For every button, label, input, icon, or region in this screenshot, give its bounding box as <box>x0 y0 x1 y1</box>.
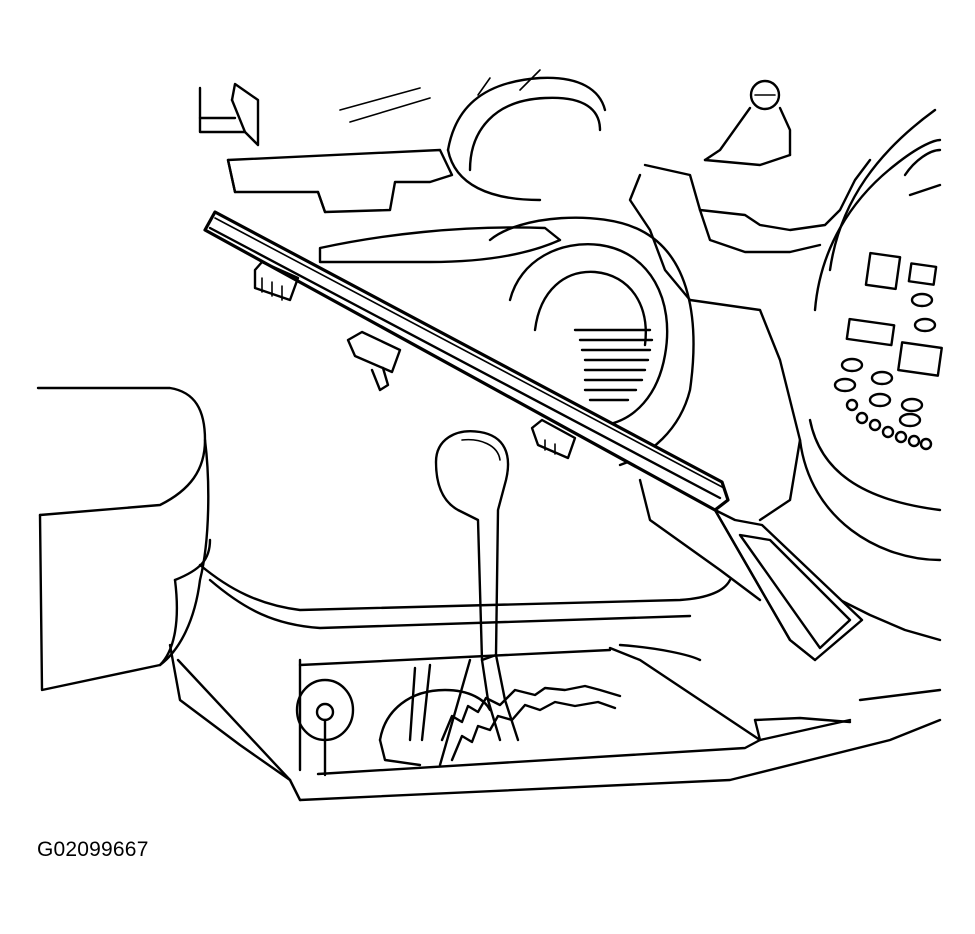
radio-button <box>900 397 924 413</box>
retainer-clip <box>253 260 300 302</box>
figure-id-label: G02099667 <box>37 838 149 861</box>
radio-button <box>868 392 892 408</box>
center-console <box>168 563 942 802</box>
shift-lever <box>434 430 520 742</box>
radio-unit <box>798 108 943 562</box>
seat-cushion <box>36 386 212 692</box>
screw-icon <box>749 79 781 111</box>
radio-knob <box>868 418 882 432</box>
radio-button <box>898 412 922 428</box>
radio-button <box>910 292 934 308</box>
retainer-clip <box>530 418 577 460</box>
console-knob <box>295 678 355 777</box>
radio-display <box>897 341 943 377</box>
radio-button <box>840 357 864 373</box>
dash-center-shell <box>318 158 872 467</box>
radio-knob <box>907 434 921 448</box>
steering-wheel-rim <box>446 69 607 202</box>
radio-knob <box>855 411 869 425</box>
trim-strip-removed <box>203 210 730 512</box>
upper-left-dash-trim <box>198 82 454 214</box>
radio-knob <box>845 398 859 412</box>
radio-knob <box>881 425 895 439</box>
radio-button <box>833 377 857 393</box>
radio-knob <box>894 430 908 444</box>
radio-knob <box>919 437 933 451</box>
shift-gate <box>378 658 622 767</box>
radio-button <box>870 370 894 386</box>
lower-dash-panel <box>638 298 942 642</box>
radio-button <box>913 317 937 333</box>
retainer-clip <box>346 330 402 392</box>
lower-right-trim-panel <box>713 508 864 662</box>
floor-trim-right <box>753 688 942 742</box>
upper-right-screw-bracket <box>703 79 792 167</box>
